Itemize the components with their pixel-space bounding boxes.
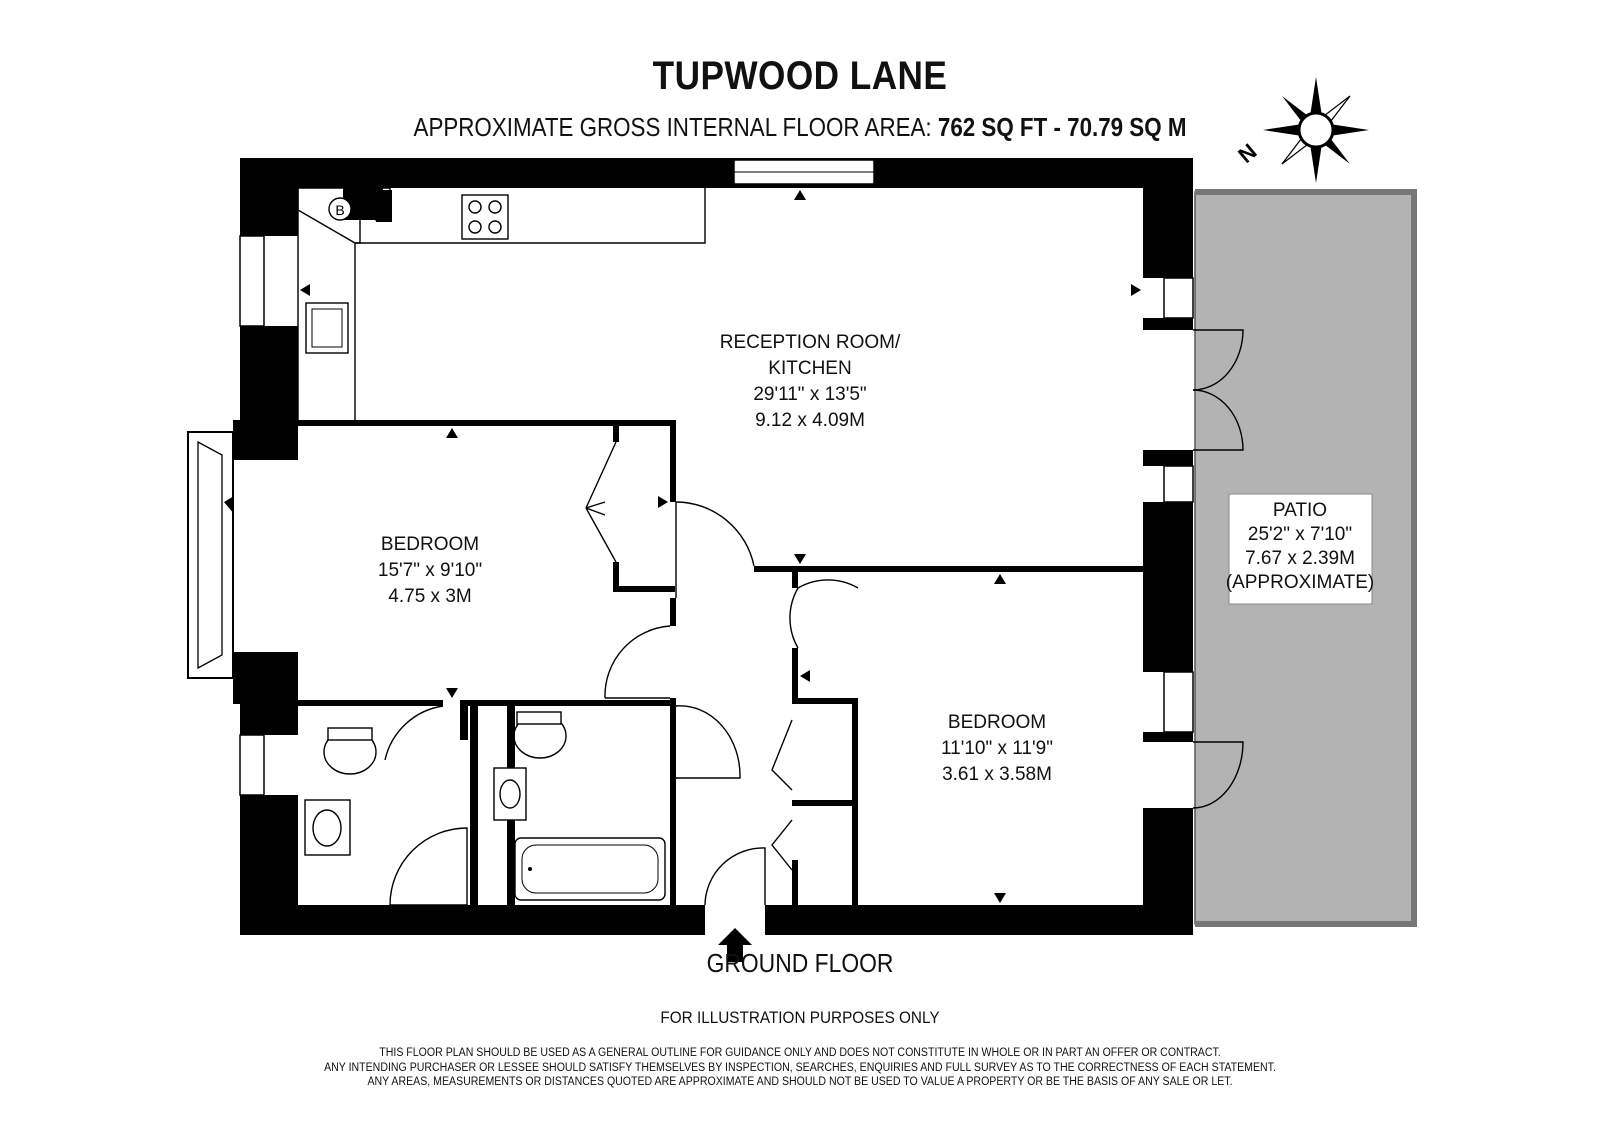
bath-icon	[514, 837, 666, 901]
basin-icon	[304, 799, 351, 856]
bedroom2-name: BEDROOM	[948, 712, 1046, 733]
measurement-markers	[224, 190, 1141, 903]
room-bedroom-1: BEDROOM 15'7" x 9'10" 4.75 x 3M	[378, 534, 482, 607]
floor-label: GROUND FLOOR	[706, 948, 894, 978]
boiler-icon	[328, 197, 352, 221]
entrance-arrow-icon	[718, 928, 752, 962]
patio-imperial: 25'2" x 7'10"	[1248, 524, 1352, 545]
reception-imperial: 29'11" x 13'5"	[753, 384, 866, 405]
patio	[1194, 189, 1417, 927]
boiler-label: B	[335, 202, 344, 218]
bedroom1-imperial: 15'7" x 9'10"	[378, 560, 482, 581]
bedroom1-metric: 4.75 x 3M	[388, 586, 471, 607]
compass-rose-icon	[1263, 77, 1369, 183]
room-bedroom-2: BEDROOM 11'10" x 11'9" 3.61 x 3.58M	[941, 712, 1053, 785]
patio-metric: 7.67 x 2.39M	[1245, 548, 1355, 569]
walls	[187, 158, 1194, 935]
room-patio: PATIO 25'2" x 7'10" 7.67 x 2.39M (APPROX…	[1226, 500, 1375, 593]
compass-north-label: N	[1233, 139, 1261, 168]
room-reception: RECEPTION ROOM/ KITCHEN 29'11" x 13'5" 9…	[720, 332, 901, 431]
basin-icon-2	[493, 767, 527, 821]
hob-icon	[461, 194, 509, 240]
floor-area-sep: -	[1053, 112, 1061, 142]
disclaimer-line-2: ANY INTENDING PURCHASER OR LESSEE SHOULD…	[324, 1061, 1276, 1074]
illustration-note: FOR ILLUSTRATION PURPOSES ONLY	[660, 1008, 940, 1027]
disclaimer: THIS FLOOR PLAN SHOULD BE USED AS A GENE…	[64, 1046, 1536, 1090]
floor-area-label: APPROXIMATE GROSS INTERNAL FLOOR AREA:	[413, 112, 932, 142]
shower-icon	[389, 827, 468, 906]
page-title: TUPWOOD LANE	[652, 54, 948, 98]
bedroom2-metric: 3.61 x 3.58M	[942, 764, 1052, 785]
floor-area-sqft: 762 SQ FT	[937, 112, 1048, 142]
reception-name-1: RECEPTION ROOM/	[720, 332, 901, 353]
floor-area-sqm: 70.79 SQ M	[1067, 112, 1187, 142]
reception-metric: 9.12 x 4.09M	[755, 410, 865, 431]
patio-note: (APPROXIMATE)	[1226, 572, 1375, 593]
kitchen-units	[297, 187, 706, 420]
floor-area-line: APPROXIMATE GROSS INTERNAL FLOOR AREA: 7…	[112, 112, 1488, 143]
disclaimer-line-1: THIS FLOOR PLAN SHOULD BE USED AS A GENE…	[379, 1047, 1221, 1059]
disclaimer-line-3: ANY AREAS, MEASUREMENTS OR DISTANCES QUO…	[367, 1076, 1233, 1088]
reception-name-2: KITCHEN	[768, 358, 851, 379]
doors	[384, 329, 1244, 906]
patio-name: PATIO	[1273, 500, 1327, 521]
bedroom2-imperial: 11'10" x 11'9"	[941, 738, 1053, 759]
bedroom1-name: BEDROOM	[381, 534, 479, 555]
kitchen-sink-icon	[305, 302, 349, 354]
bathroom-fixtures	[304, 711, 666, 906]
